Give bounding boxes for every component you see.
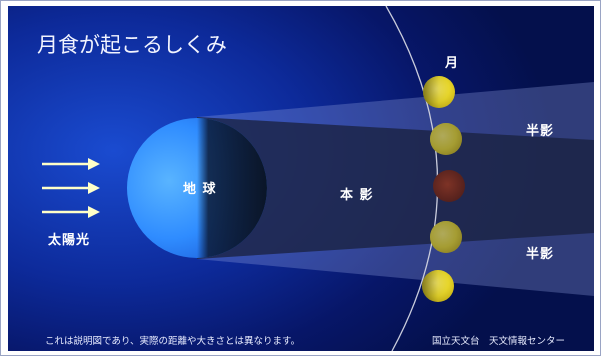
diagram-title: 月食が起こるしくみ — [37, 33, 227, 57]
lunar-eclipse-diagram: 月食が起こるしくみ 太陽光 地 球 本 影 半影 半影 月 これは説明図であり、… — [37, 6, 594, 351]
umbra-label: 本 影 — [340, 187, 374, 203]
moon-icon — [423, 76, 455, 108]
moon-icon — [430, 123, 462, 155]
moon-icon — [422, 270, 454, 302]
eclipsed-moon-icon — [433, 170, 465, 202]
moon-icon — [430, 221, 462, 253]
diagram-panel: 月食が起こるしくみ 太陽光 地 球 本 影 半影 半影 月 これは説明図であり、… — [8, 6, 594, 351]
earth-icon — [127, 118, 267, 258]
penumbra-lower-label: 半影 — [526, 246, 554, 262]
credit: 国立天文台 天文情報センター — [432, 335, 565, 347]
penumbra-upper-label: 半影 — [526, 123, 554, 139]
earth-label: 地 球 — [183, 181, 217, 197]
footnote: これは説明図であり、実際の距離や大きさとは異なります。 — [45, 335, 300, 347]
umbra-region — [197, 117, 594, 259]
sunlight-arrow-icon — [42, 158, 100, 218]
moon-label: 月 — [444, 56, 459, 71]
sunlight-label: 太陽光 — [47, 232, 90, 248]
